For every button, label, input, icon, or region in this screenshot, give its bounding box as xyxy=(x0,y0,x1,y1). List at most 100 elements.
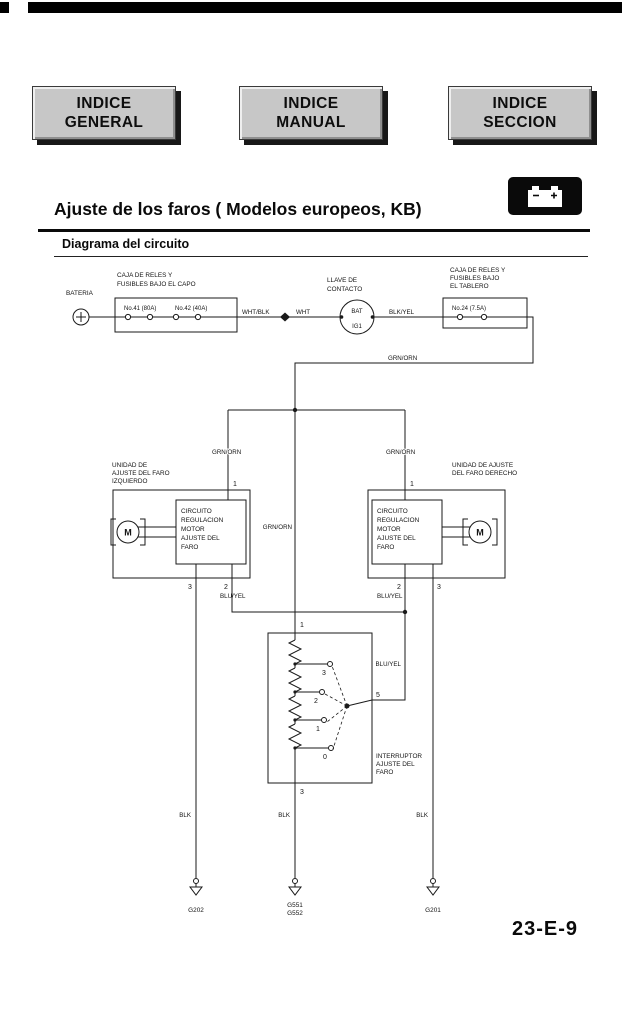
ground-label-g202: G202 xyxy=(188,907,204,914)
battery-terminal: BATERIA xyxy=(66,290,115,326)
wire-color-wht-blk: WHT/BLK xyxy=(242,309,270,316)
adjuster-circuit-l2: REGULACION xyxy=(377,517,420,524)
connector-symbol xyxy=(280,312,290,322)
motor-symbol xyxy=(116,520,140,544)
indice-general-button[interactable]: INDICE GENERAL xyxy=(32,86,176,140)
left-unit-pin-2: 2 xyxy=(224,584,228,591)
fuse-24-label: No.24 (7.5A) xyxy=(452,306,486,312)
fusebox-dash-label-l2: FUSIBLES BAJO xyxy=(450,275,499,282)
left-unit-pin-1: 1 xyxy=(233,481,237,488)
ground-label-g552: G552 xyxy=(287,910,303,917)
motor-symbol xyxy=(468,520,492,544)
adjuster-circuit-l5: FARO xyxy=(181,544,198,551)
adjuster-circuit-l4: AJUSTE DEL xyxy=(181,535,220,542)
left-unit-label-l1: UNIDAD DE xyxy=(112,462,147,469)
top-edge-corner xyxy=(0,2,9,13)
switch-position-0: 0 xyxy=(323,754,327,761)
wire-color-grn-orn: GRN/ORN xyxy=(388,355,417,362)
switch-label-l1: INTERRUPTOR xyxy=(376,753,422,760)
switch-pin-3: 3 xyxy=(300,789,304,796)
ground-symbol-g201 xyxy=(426,878,440,896)
adjuster-circuit-l3: MOTOR xyxy=(181,526,205,533)
adjuster-circuit-l3: MOTOR xyxy=(377,526,401,533)
indice-manual-button[interactable]: INDICE MANUAL xyxy=(239,86,383,140)
left-adjuster-unit: UNIDAD DE AJUSTE DEL FARO IZQUIERDO CIRC… xyxy=(110,462,251,601)
fuse-41-label: No.41 (80A) xyxy=(124,306,156,312)
page-title: Ajuste de los faros ( Modelos europeos, … xyxy=(54,199,422,219)
fusebox-under-hood: CAJA DE RELES Y FUSIBLES BAJO EL CAPO No… xyxy=(114,272,238,333)
ignition-terminal-bat: BAT xyxy=(351,309,363,315)
right-unit-label-l1: UNIDAD DE AJUSTE xyxy=(452,462,513,469)
wire-color-blk: BLK xyxy=(416,812,429,819)
ground-label-g201: G201 xyxy=(425,907,441,914)
switch-contact-2 xyxy=(319,689,325,695)
section-title: Diagrama del circuito xyxy=(62,237,190,251)
wire-color-blu-yel: BLU/YEL xyxy=(220,593,246,600)
switch-contact-0 xyxy=(328,745,334,751)
indice-seccion-button[interactable]: INDICE SECCION xyxy=(448,86,592,140)
adjuster-circuit-l2: REGULACION xyxy=(181,517,224,524)
wire-color-blu-yel: BLU/YEL xyxy=(377,593,403,600)
switch-pin-1: 1 xyxy=(300,622,304,629)
button-label-line2: MANUAL xyxy=(276,113,346,131)
wire-battery-to-ignition: WHT/BLK WHT xyxy=(237,308,340,322)
switch-wiper-dashes xyxy=(324,665,348,750)
switch-pin-5: 5 xyxy=(376,692,380,699)
resistor-symbol xyxy=(287,723,303,749)
ignition-switch: LLAVE DE CONTACTO BAT IG1 xyxy=(327,277,375,335)
ground-label-g551: G551 xyxy=(287,902,303,909)
motor-label: M xyxy=(124,528,132,538)
top-edge-bar xyxy=(28,2,622,13)
resistor-symbol xyxy=(287,667,303,693)
switch-position-2: 2 xyxy=(314,698,318,705)
wire-color-blk: BLK xyxy=(278,812,291,819)
battery-label: BATERIA xyxy=(66,290,94,297)
wire-color-wht: WHT xyxy=(296,309,310,316)
wire-color-grn-orn: GRN/ORN xyxy=(386,449,415,456)
fusebox-hood-label-l2: FUSIBLES BAJO EL CAPO xyxy=(117,281,196,288)
junction-dot xyxy=(402,609,408,615)
headlight-adjust-switch: 3 2 1 0 5 3 INTERRUPTOR AJUSTE DEL FARO xyxy=(267,632,422,796)
button-label-line2: SECCION xyxy=(483,113,557,131)
adjuster-circuit-l4: AJUSTE DEL xyxy=(377,535,416,542)
resistor-symbol xyxy=(287,695,303,721)
motor-label: M xyxy=(476,528,484,538)
ignition-terminal-ig1: IG1 xyxy=(352,324,362,330)
wire-blu-yel-signal: BLU/YEL xyxy=(231,578,408,701)
page-number: 23-E-9 xyxy=(512,918,579,940)
adjuster-circuit-l1: CIRCUITO xyxy=(377,508,408,515)
resistor-symbol xyxy=(287,639,303,665)
adjuster-circuit-l5: FARO xyxy=(377,544,394,551)
ignition-label-l1: LLAVE DE xyxy=(327,277,357,284)
switch-contact-3 xyxy=(327,661,333,667)
switch-label-l2: AJUSTE DEL xyxy=(376,761,415,768)
ground-wires: BLK BLK BLK G202 G551 G552 G201 xyxy=(178,578,441,917)
section-rule xyxy=(54,256,588,257)
wire-color-grn-orn: GRN/ORN xyxy=(263,524,292,531)
left-unit-pin-3: 3 xyxy=(188,584,192,591)
right-unit-pin-3: 3 xyxy=(437,584,441,591)
circuit-diagram: BATERIA CAJA DE RELES Y FUSIBLES BAJO EL… xyxy=(66,267,534,917)
switch-contact-1 xyxy=(321,717,327,723)
right-unit-pin-1: 1 xyxy=(410,481,414,488)
switch-position-3: 3 xyxy=(322,670,326,677)
wire-grn-orn-trunk: GRN/ORN GRN/ORN GRN/ORN GRN/ORN 1 1 1 xyxy=(211,316,534,633)
wire-ignition-to-dash-box: BLK/YEL xyxy=(374,308,443,318)
wire-color-grn-orn: GRN/ORN xyxy=(212,449,241,456)
fuse-42-label: No.42 (40A) xyxy=(175,306,207,312)
left-unit-label-l3: IZQUIERDO xyxy=(112,478,148,485)
switch-label-l3: FARO xyxy=(376,769,393,776)
button-label-line1: INDICE xyxy=(283,94,339,112)
right-unit-label-l2: DEL FARO DERECHO xyxy=(452,470,517,477)
fusebox-hood-label-l1: CAJA DE RELES Y xyxy=(117,272,173,279)
right-unit-pin-2: 2 xyxy=(397,584,401,591)
fusebox-under-dash: CAJA DE RELES Y FUSIBLES BAJO EL TABLERO… xyxy=(442,267,528,329)
ignition-label-l2: CONTACTO xyxy=(327,286,362,293)
fusebox-dash-label-l3: EL TABLERO xyxy=(450,283,489,290)
ground-symbol-g202 xyxy=(189,878,203,896)
button-label-line1: INDICE xyxy=(492,94,548,112)
left-unit-label-l2: AJUSTE DEL FARO xyxy=(112,470,170,477)
switch-position-1: 1 xyxy=(316,726,320,733)
ground-symbol-g551 xyxy=(288,878,302,896)
button-label-line2: GENERAL xyxy=(64,113,144,131)
